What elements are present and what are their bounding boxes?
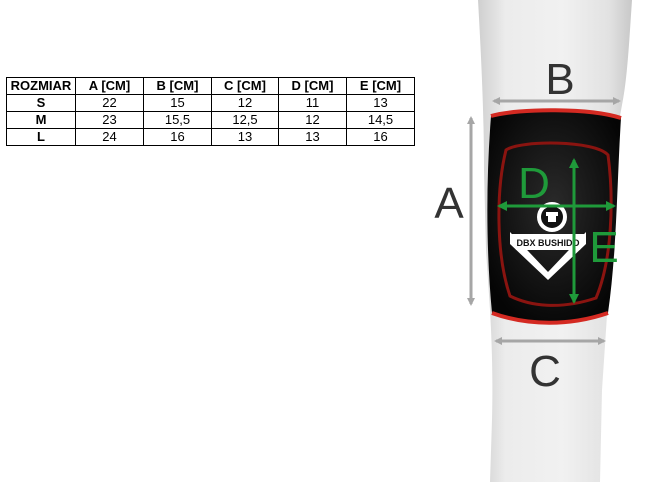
label-d: D — [518, 159, 550, 208]
knee-pad-top-rim — [490, 108, 622, 120]
e-cell: 16 — [346, 128, 415, 146]
b-cell: 16 — [143, 128, 212, 146]
label-a: A — [434, 179, 464, 228]
table-row: L 24 16 13 13 16 — [6, 128, 415, 146]
d-cell: 13 — [278, 128, 347, 146]
label-e: E — [589, 223, 618, 272]
label-b: B — [545, 55, 574, 104]
knee-pad-cushion — [497, 141, 613, 307]
table-header-row: ROZMIAR A [CM] B [CM] C [CM] D [CM] E [C… — [6, 77, 415, 95]
e-cell: 14,5 — [346, 111, 415, 129]
c-cell: 13 — [211, 128, 279, 146]
e-cell: 13 — [346, 94, 415, 112]
brand-text: DBX BUSHIDO — [516, 238, 579, 248]
knee-pad-bottom-rim — [491, 311, 609, 325]
knee-pad: DBX BUSHIDO — [487, 108, 622, 325]
brand-banner — [512, 234, 584, 250]
a-cell: 24 — [75, 128, 144, 146]
size-table: ROZMIAR A [CM] B [CM] C [CM] D [CM] E [C… — [6, 77, 415, 146]
label-c: C — [529, 347, 561, 396]
table-row: M 23 15,5 12,5 12 14,5 — [6, 111, 415, 129]
header-e: E [CM] — [346, 77, 415, 95]
header-d: D [CM] — [278, 77, 347, 95]
